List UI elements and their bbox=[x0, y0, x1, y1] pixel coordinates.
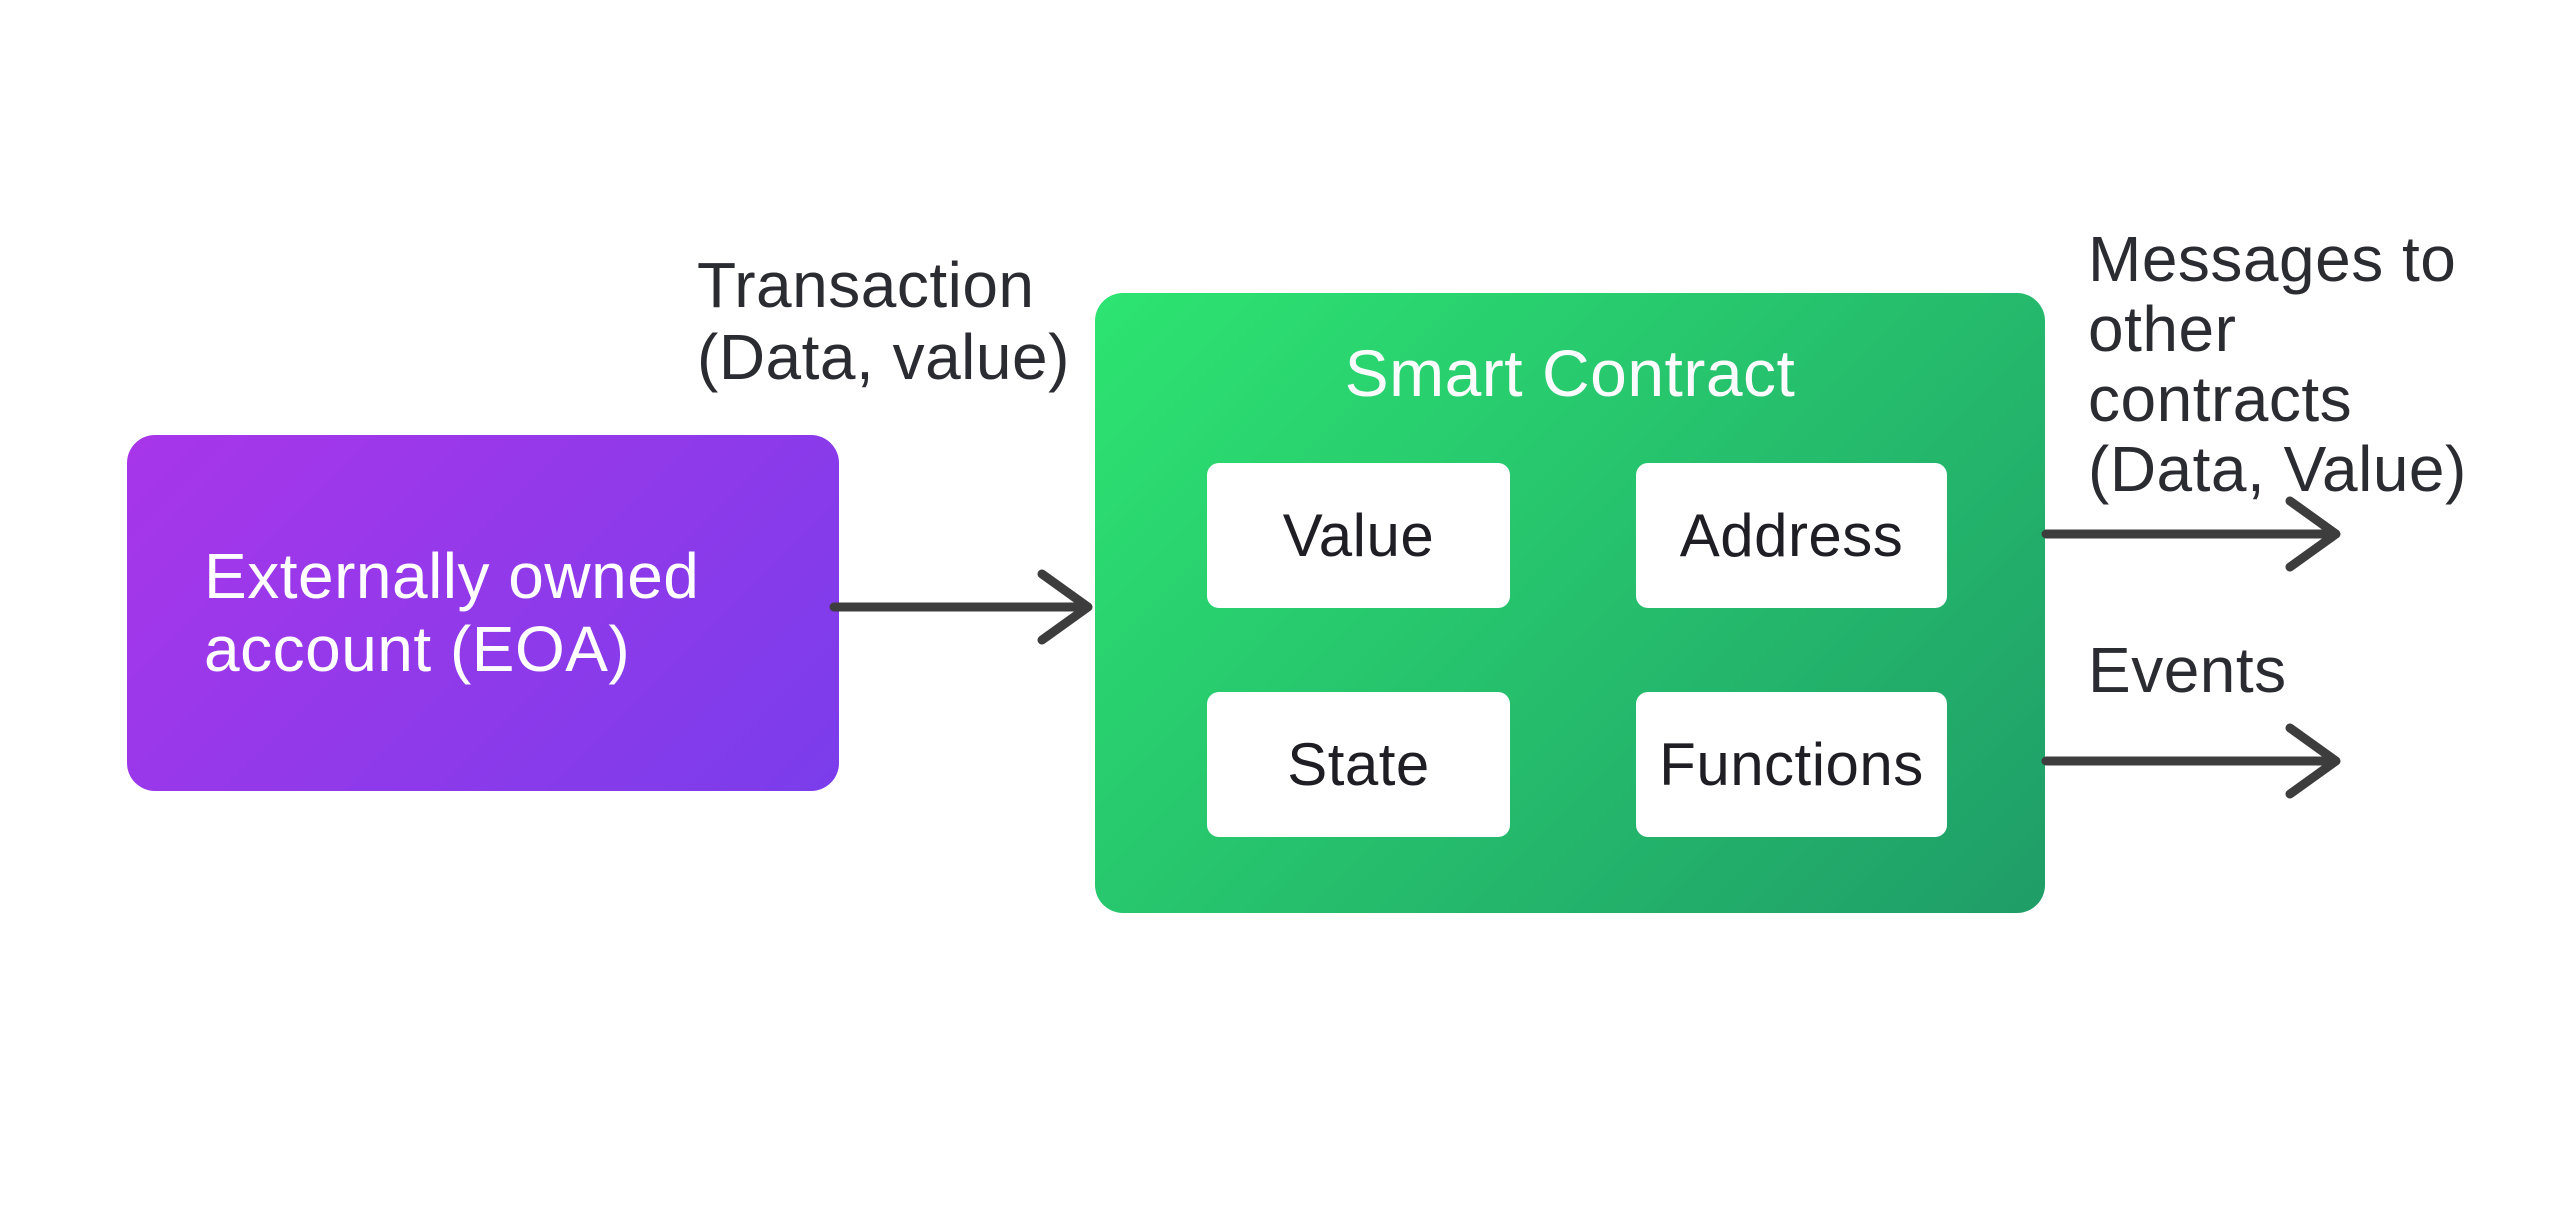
events-label-text: Events bbox=[2088, 634, 2287, 706]
cell-state-label: State bbox=[1287, 731, 1430, 798]
smart-contract-box: Smart Contract Value Address State Funct… bbox=[1095, 293, 2045, 913]
cell-value: Value bbox=[1207, 463, 1510, 608]
transaction-label-line2: (Data, value) bbox=[697, 321, 1070, 393]
cell-functions-label: Functions bbox=[1659, 731, 1924, 798]
cell-value-label: Value bbox=[1282, 502, 1435, 569]
events-arrow bbox=[2041, 723, 2341, 799]
transaction-arrow bbox=[829, 569, 1093, 645]
cell-functions: Functions bbox=[1636, 692, 1947, 837]
smart-contract-title: Smart Contract bbox=[1344, 336, 1796, 410]
transaction-label: Transaction (Data, value) bbox=[697, 249, 1070, 393]
cell-state: State bbox=[1207, 692, 1510, 837]
eoa-box: Externally owned account (EOA) bbox=[127, 435, 839, 791]
events-label: Events bbox=[2088, 635, 2287, 705]
cell-address-label: Address bbox=[1679, 502, 1904, 569]
eoa-label-line1: Externally owned bbox=[204, 540, 700, 612]
messages-arrow bbox=[2041, 496, 2341, 572]
messages-label-line4: (Data, Value) bbox=[2088, 433, 2467, 505]
cell-address: Address bbox=[1636, 463, 1947, 608]
messages-label-line3: contracts bbox=[2088, 363, 2353, 435]
eoa-label-line2: account (EOA) bbox=[204, 613, 631, 685]
messages-label-line2: other bbox=[2088, 293, 2237, 365]
transaction-label-line1: Transaction bbox=[697, 249, 1035, 321]
messages-label: Messages to other contracts (Data, Value… bbox=[2088, 224, 2467, 504]
messages-label-line1: Messages to bbox=[2088, 223, 2457, 295]
